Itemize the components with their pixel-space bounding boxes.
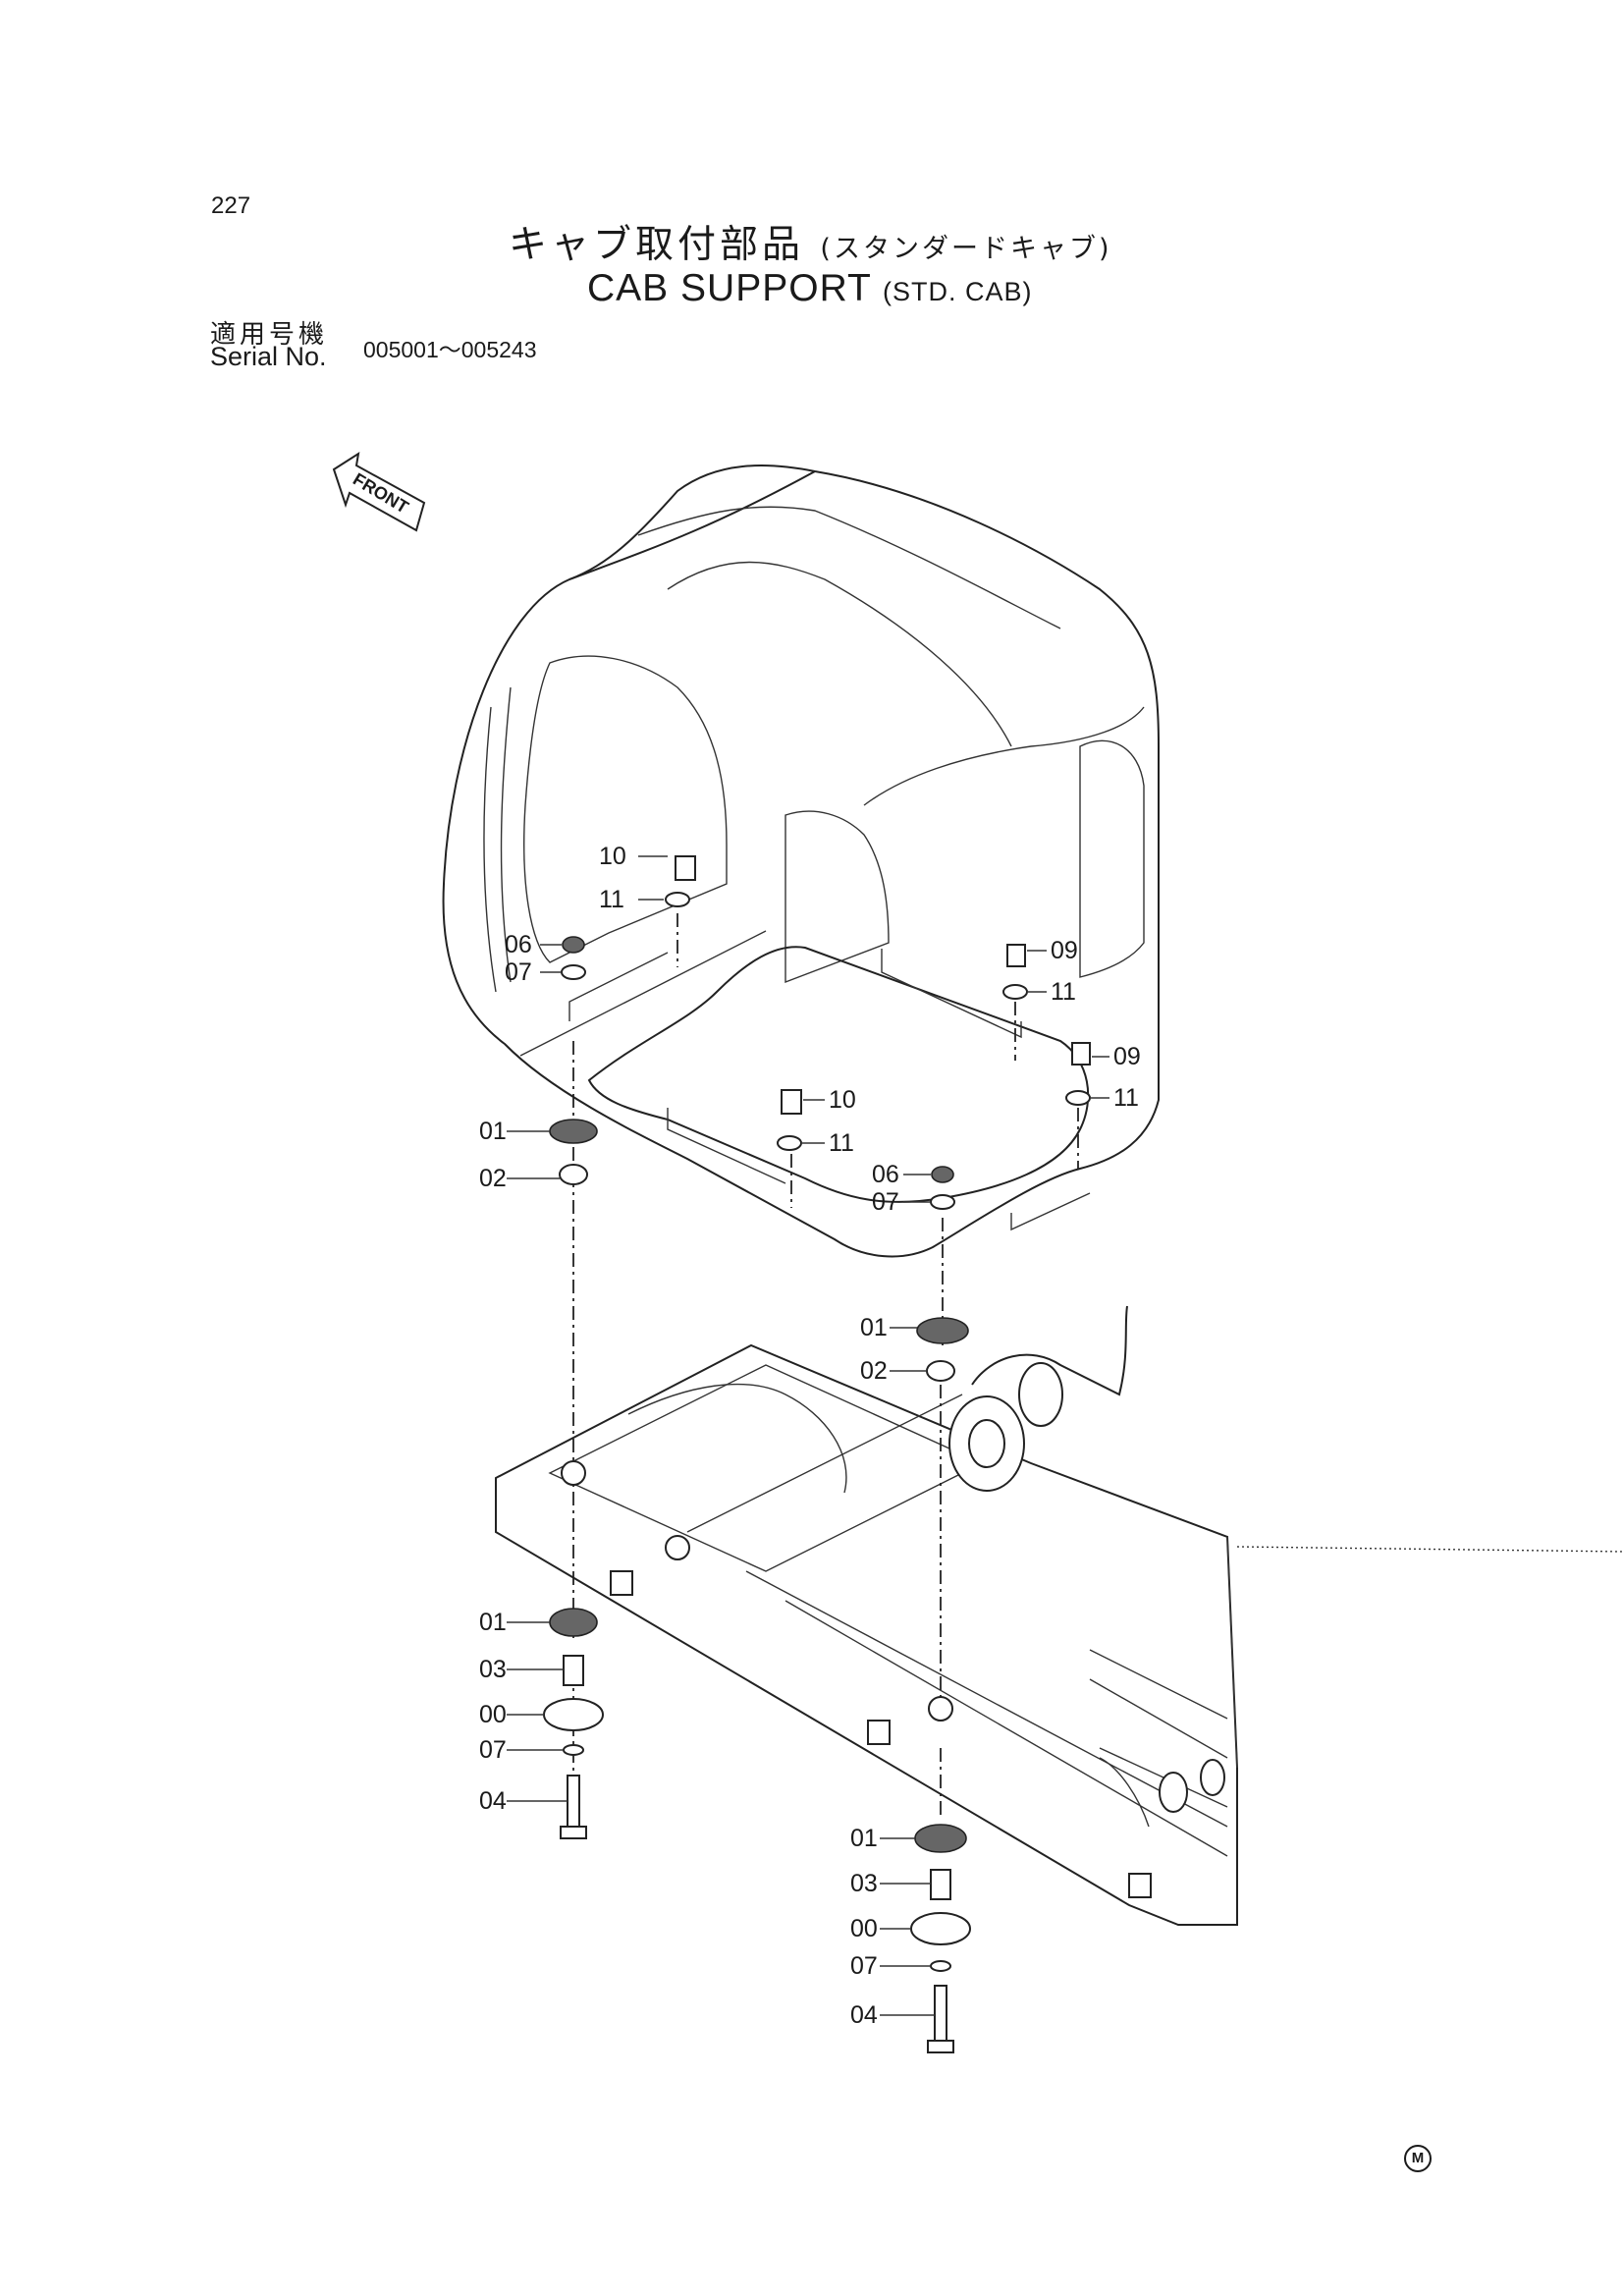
washer-07-lower-right <box>930 1960 951 1972</box>
bolt-10-center <box>781 1089 802 1115</box>
callout-11: 11 <box>829 1129 854 1157</box>
spacer-02-upper-left <box>559 1164 588 1185</box>
callout-02: 02 <box>479 1165 507 1192</box>
callout-07: 07 <box>850 1952 878 1980</box>
callout-07: 07 <box>872 1188 899 1216</box>
title-japanese-sub: (スタンダードキャブ) <box>820 234 1112 264</box>
callout-09: 09 <box>1113 1043 1141 1070</box>
nut-06-upper-left <box>562 936 585 954</box>
collar-03-left <box>563 1655 584 1686</box>
callout-01: 01 <box>860 1314 888 1341</box>
rubber-mount-01-lower-left <box>549 1608 598 1637</box>
callout-01: 01 <box>479 1118 507 1145</box>
callout-11: 11 <box>1113 1084 1139 1112</box>
bolt-10-upper <box>675 855 696 881</box>
page-number: 227 <box>211 192 251 219</box>
callout-01: 01 <box>850 1825 878 1852</box>
nut-06-right <box>931 1166 954 1183</box>
left-mount-assembly <box>543 855 696 1839</box>
callout-01: 01 <box>479 1609 507 1636</box>
bolt-04-left <box>567 1775 580 1833</box>
title-japanese: キャブ取付部品 (スタンダードキャブ) <box>509 214 1112 269</box>
bolt-09-lower <box>1071 1042 1091 1066</box>
rubber-mount-01-upper-right <box>916 1317 969 1344</box>
title-english-sub: (STD. CAB) <box>883 277 1033 306</box>
callout-10: 10 <box>599 843 626 870</box>
callout-09: 09 <box>1051 937 1078 964</box>
callout-00: 00 <box>850 1915 878 1942</box>
collar-03-right <box>930 1869 951 1900</box>
title-japanese-main: キャブ取付部品 <box>509 223 805 267</box>
front-arrow-icon: FRONT <box>332 451 426 532</box>
callout-11: 11 <box>599 886 624 913</box>
serial-label-japanese: 適用号機 <box>210 320 329 350</box>
washer-07-lower-left <box>563 1744 584 1756</box>
callout-07: 07 <box>505 958 532 986</box>
callout-00: 00 <box>479 1701 507 1728</box>
right-mount-assembly <box>777 944 1091 2053</box>
callout-03: 03 <box>479 1656 507 1683</box>
leader-lines <box>507 855 1109 2016</box>
serial-range: 005001～005243 <box>363 337 537 362</box>
washer-11-right-upper <box>1002 984 1028 1000</box>
callout-04: 04 <box>479 1787 507 1815</box>
callout-numbers: 10 11 06 07 09 11 09 11 10 11 06 07 01 0… <box>479 843 1141 2029</box>
callout-11: 11 <box>1051 978 1076 1006</box>
bolt-04-right <box>934 1985 947 2048</box>
washer-07-upper-left <box>561 964 586 980</box>
base-frame <box>495 1305 1623 1926</box>
rubber-mount-01-lower-right <box>914 1824 967 1853</box>
title-english: CAB SUPPORT (STD. CAB) <box>587 267 1033 310</box>
serial-label-english: Serial No. <box>210 342 327 371</box>
callout-02: 02 <box>860 1357 888 1385</box>
callout-07: 07 <box>479 1736 507 1764</box>
bolt-09-upper <box>1006 944 1026 967</box>
callout-06: 06 <box>505 931 532 958</box>
callout-03: 03 <box>850 1870 878 1897</box>
spacer-02-upper-right <box>926 1360 955 1382</box>
plate-00-left <box>543 1698 604 1731</box>
callout-04: 04 <box>850 2001 878 2029</box>
cab-body <box>442 465 1160 1258</box>
callout-10: 10 <box>829 1086 856 1114</box>
registered-mark-icon: M <box>1404 2145 1432 2172</box>
plate-00-right <box>910 1912 971 1945</box>
title-english-main: CAB SUPPORT <box>587 267 872 309</box>
washer-11-center <box>777 1135 802 1151</box>
washer-07-right <box>930 1194 955 1210</box>
callout-06: 06 <box>872 1161 899 1188</box>
washer-11-upper <box>665 892 690 907</box>
washer-11-right-lower <box>1065 1090 1091 1106</box>
rubber-mount-01-upper-left <box>549 1119 598 1144</box>
